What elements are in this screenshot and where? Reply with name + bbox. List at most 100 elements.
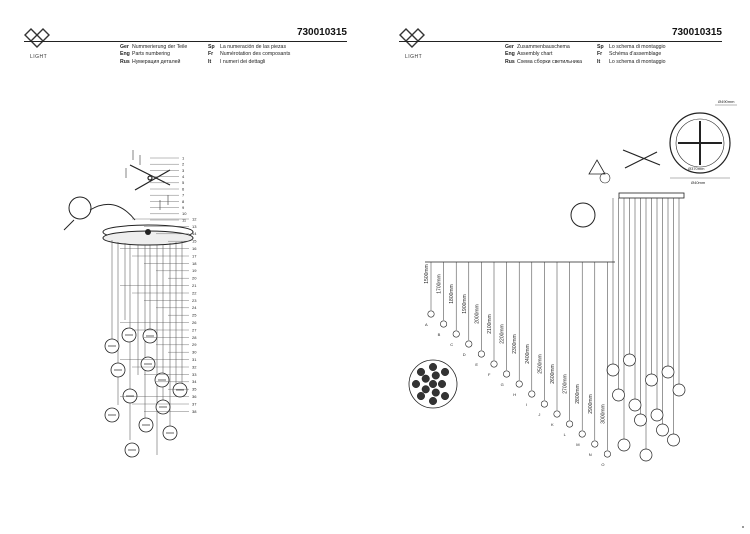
part-number: 3: [182, 168, 185, 173]
part-number: 5: [182, 180, 185, 185]
part-number: 31: [192, 357, 197, 362]
length-chart: 1500mmA1700mmB1800mmC1900mmD2000mmE2100m…: [424, 262, 611, 467]
cluster-globe: [421, 374, 430, 383]
cluster-globe: [441, 367, 450, 376]
part-number: 22: [192, 290, 197, 295]
globe: [612, 388, 625, 402]
length-label: 2700mm: [563, 374, 569, 393]
leader-lines: [120, 157, 189, 412]
part-number: 11: [182, 217, 187, 222]
pendant-globe: [591, 440, 599, 448]
length-label: 2500mm: [537, 354, 543, 373]
mw-logo-icon: [24, 28, 50, 48]
pendant-letter: M: [576, 442, 579, 447]
length-label: 3000mm: [600, 404, 606, 423]
part-number: 27: [192, 327, 197, 332]
logo-text: LIGHT: [30, 54, 48, 60]
length-label: 1900mm: [462, 294, 468, 313]
pendant-globe: [490, 360, 498, 368]
cluster-globe: [416, 367, 425, 376]
pendant-letter: K: [551, 422, 554, 427]
cluster-globes: [412, 363, 450, 406]
part-number: 6: [182, 186, 185, 191]
pendant-globe: [528, 390, 536, 398]
pendant-globe: [452, 330, 460, 338]
dim-label-40: Ø40mm: [691, 180, 706, 185]
part-number: 35: [192, 387, 197, 392]
dim-label-370: Ø370mm: [688, 166, 705, 171]
pendant-globe: [566, 420, 574, 428]
pendant-letter: I: [526, 402, 527, 407]
globe: [634, 413, 647, 427]
pendant-globe: [440, 320, 448, 328]
screws: [125, 150, 169, 210]
mounting-bracket: [622, 149, 661, 169]
ceiling-hook-icon: [599, 172, 611, 184]
cluster-globe: [429, 380, 438, 389]
part-number: 7: [182, 193, 185, 198]
dim-label-490: Ø490mm: [718, 99, 735, 104]
product-code: 730010315: [296, 27, 347, 38]
canopy-top-view-inner: [675, 118, 725, 168]
pendant-letter: E: [475, 362, 478, 367]
part-number: 12: [192, 216, 197, 221]
part-number: 29: [192, 342, 197, 347]
length-label: 2600mm: [550, 364, 556, 383]
pendant-wires: [612, 198, 680, 449]
pendant-globes: [104, 327, 188, 458]
length-label: 2400mm: [525, 344, 531, 363]
header-rule: [399, 41, 722, 42]
part-number: 30: [192, 350, 197, 355]
cluster-top-view: [408, 359, 458, 409]
pendant-globe: [427, 310, 435, 318]
pendant-globe: [503, 370, 511, 378]
part-number: 16: [192, 246, 197, 251]
cluster-globe: [412, 380, 421, 389]
part-number: 10: [182, 211, 187, 216]
canopy-top-view-outer: [669, 112, 731, 174]
warning-icon: [588, 159, 606, 175]
part-number: 9: [182, 205, 185, 210]
part-number: 32: [192, 364, 197, 369]
length-label: 2000mm: [474, 304, 480, 323]
pendant-letter: L: [564, 432, 567, 437]
cluster-globe: [416, 392, 425, 401]
globe: [650, 408, 664, 422]
pendant-globes: [606, 353, 686, 462]
part-number: 36: [192, 394, 197, 399]
pendant-globe: [553, 410, 561, 418]
globe: [639, 448, 653, 462]
length-label: 2100mm: [487, 314, 493, 333]
pendant-letter: C: [450, 342, 453, 347]
globe: [628, 398, 642, 412]
part-number: 19: [192, 268, 197, 273]
part-number: 23: [192, 298, 197, 303]
length-label: 2800mm: [575, 384, 581, 403]
page-dot: [742, 526, 744, 528]
pendant-globe: [540, 400, 548, 408]
cluster-globe: [429, 397, 438, 406]
pendant-letter: O: [601, 462, 604, 467]
pendant-letter: N: [589, 452, 592, 457]
globe: [667, 433, 680, 447]
globe: [645, 373, 658, 387]
pendant-letter: J: [538, 412, 540, 417]
globe: [617, 438, 631, 452]
length-label: 2300mm: [512, 334, 518, 353]
part-number: 14: [192, 231, 197, 236]
part-number: 17: [192, 253, 197, 258]
part-number: 37: [192, 401, 197, 406]
detail-magnifier: [570, 202, 596, 228]
